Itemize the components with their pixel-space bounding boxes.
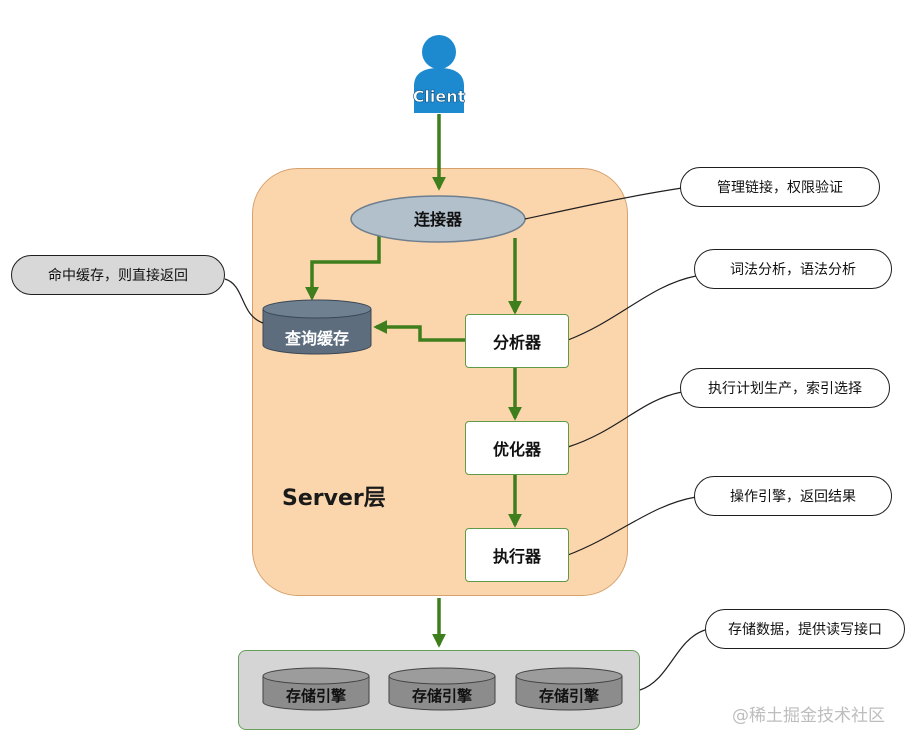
callout-line-optimizer xyxy=(567,391,683,448)
arrow-analyzer-to-cache xyxy=(373,320,465,342)
callout-line-cache xyxy=(224,278,264,324)
storage-engine-2 xyxy=(388,667,496,711)
analyzer-label: 分析器 xyxy=(492,333,541,352)
callout-line-storage xyxy=(639,629,706,691)
callout-analyzer: 词法分析，语法分析 xyxy=(694,249,892,289)
storage-engine-label: 存储引擎 xyxy=(412,687,472,705)
watermark: @稀土掘金技术社区 xyxy=(732,706,885,726)
storage-engine-1 xyxy=(262,667,370,711)
storage-engine-3 xyxy=(515,667,623,711)
callout-line-analyzer xyxy=(567,275,697,341)
callout-cache: 命中缓存，则直接返回 xyxy=(11,255,225,295)
optimizer-node: 优化器 xyxy=(465,421,569,475)
executor-label: 执行器 xyxy=(492,547,541,566)
arrow-connector-to-cache xyxy=(305,236,381,301)
optimizer-label: 优化器 xyxy=(492,440,541,459)
user-icon xyxy=(414,35,464,113)
callout-line-executor xyxy=(567,496,697,556)
callout-connector: 管理链接，权限验证 xyxy=(680,167,880,207)
callout-line-connector xyxy=(524,187,683,220)
server-layer-label: Server层 xyxy=(282,486,386,511)
query-cache-node xyxy=(262,299,372,355)
callout-storage: 存储数据，提供读写接口 xyxy=(705,609,905,649)
executor-node: 执行器 xyxy=(465,528,569,582)
callout-executor: 操作引擎，返回结果 xyxy=(694,476,892,516)
storage-engine-label: 存储引擎 xyxy=(539,687,599,705)
callout-optimizer: 执行计划生产，索引选择 xyxy=(680,368,890,408)
storage-engine-label: 存储引擎 xyxy=(286,687,346,705)
analyzer-node: 分析器 xyxy=(465,314,569,368)
client-label: Client xyxy=(413,87,466,106)
query-cache-label: 查询缓存 xyxy=(285,329,349,348)
connector-label: 连接器 xyxy=(414,210,463,229)
